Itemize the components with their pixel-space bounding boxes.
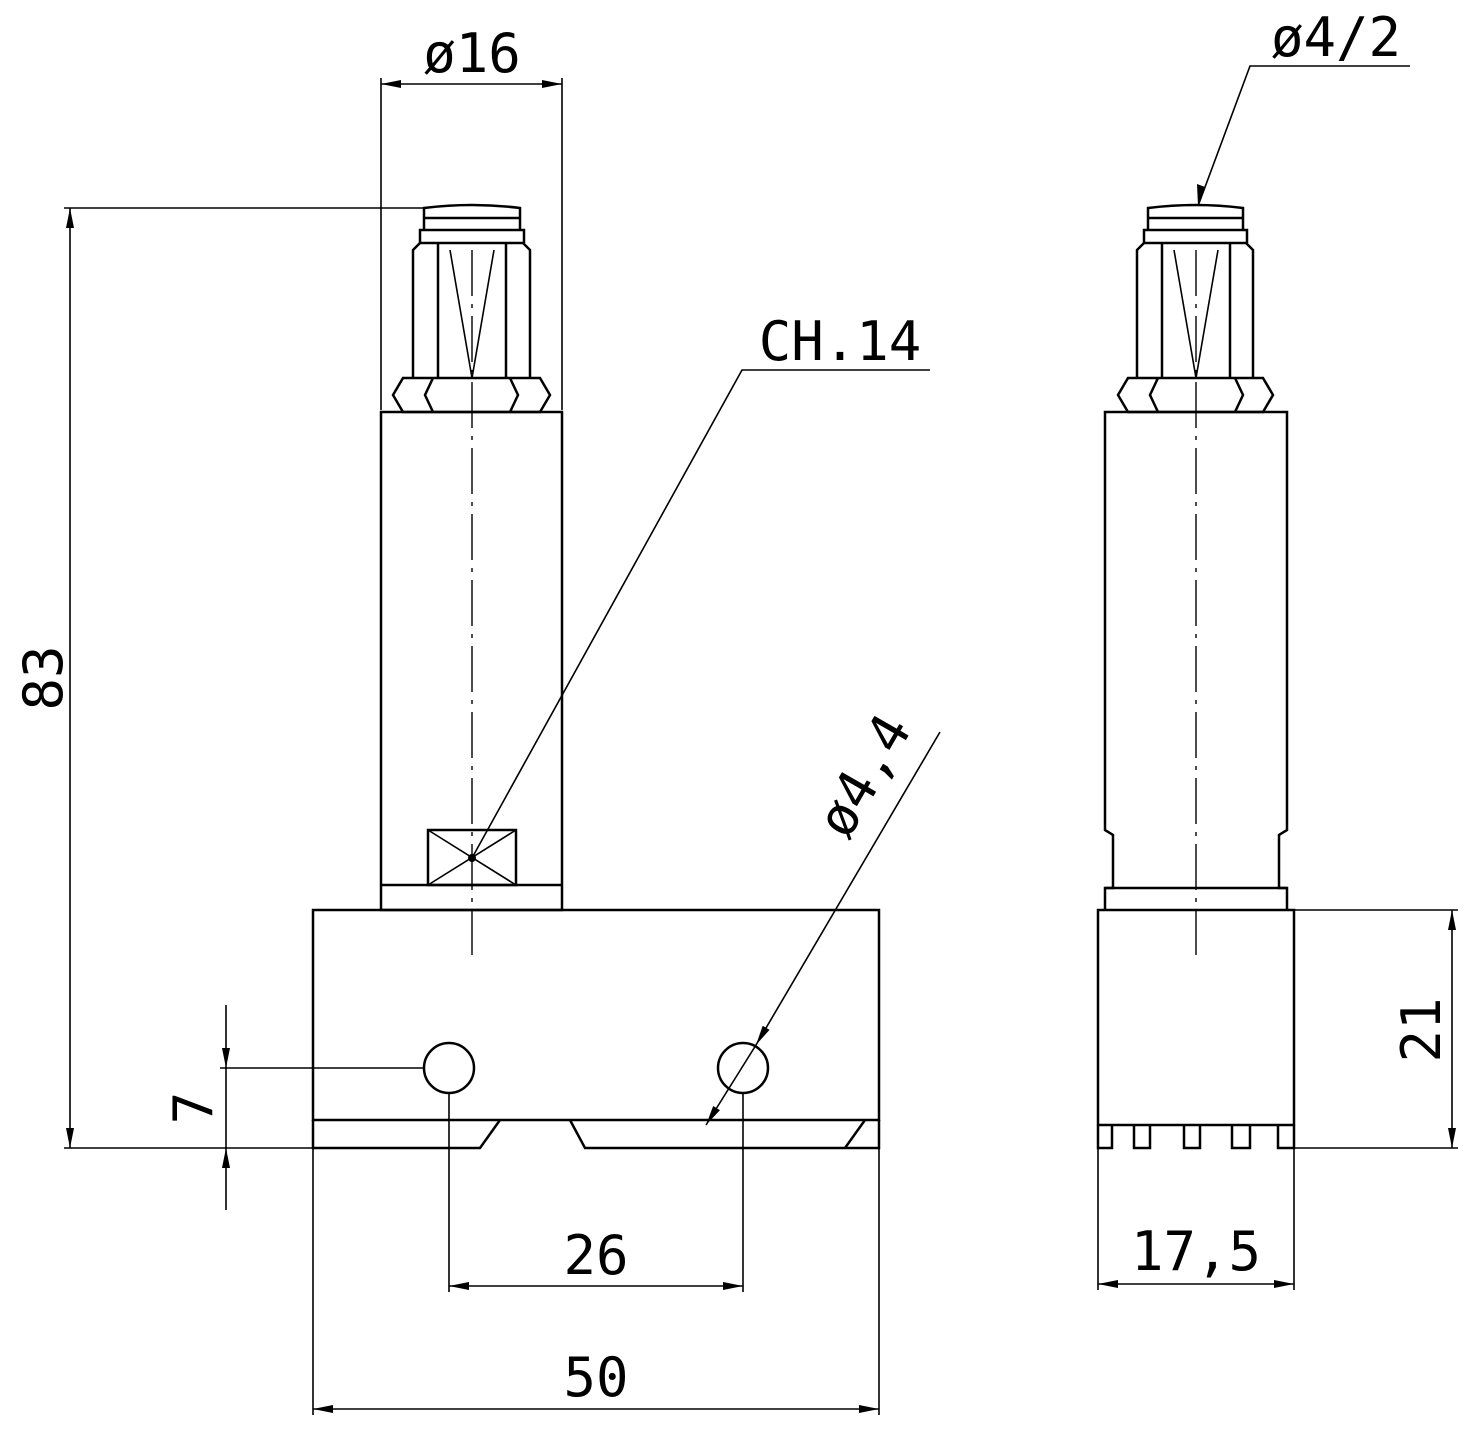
dim-wrench-size: CH.14 — [471, 310, 930, 859]
dim-base-height-label: 21 — [1390, 997, 1453, 1062]
dim-total-height-label: 83 — [12, 645, 75, 710]
mounting-hole-right — [716, 1041, 770, 1095]
front-fitting-body — [411, 241, 532, 378]
dim-base-height: 21 — [1294, 909, 1458, 1149]
dim-wrench-size-label: CH.14 — [759, 310, 922, 373]
dim-hole-diameter: ø4,4 — [705, 704, 941, 1126]
dim-stem-diameter-label: ø16 — [423, 22, 521, 85]
side-fitting-body — [1135, 241, 1255, 378]
dim-hole-height-label: 7 — [162, 1092, 225, 1125]
side-base-teeth — [1096, 1125, 1296, 1150]
front-base-block — [311, 908, 881, 1122]
dim-stem-diameter: ø16 — [380, 22, 563, 410]
dim-hole-spacing: 26 — [448, 1093, 744, 1292]
side-collet — [1142, 203, 1249, 243]
dim-side-width: 17,5 — [1097, 1148, 1295, 1290]
side-view — [1096, 203, 1296, 1150]
mounting-hole-left — [422, 1041, 476, 1095]
dim-hole-spacing-label: 26 — [563, 1224, 628, 1287]
dim-base-width-label: 50 — [563, 1346, 628, 1409]
dim-tube-diameter: ø4/2 — [1197, 6, 1410, 207]
side-hex-nut — [1116, 376, 1275, 414]
front-hex-nut — [391, 376, 552, 414]
dim-total-height: 83 — [12, 207, 424, 1149]
dim-hole-height: 7 — [162, 1005, 424, 1210]
dim-base-width: 50 — [312, 1148, 880, 1415]
dim-tube-diameter-label: ø4/2 — [1271, 6, 1401, 69]
front-base-feet — [311, 1119, 881, 1150]
dim-hole-diameter-label: ø4,4 — [804, 704, 924, 848]
dim-side-width-label: 17,5 — [1131, 1220, 1261, 1283]
front-collet — [418, 203, 526, 243]
